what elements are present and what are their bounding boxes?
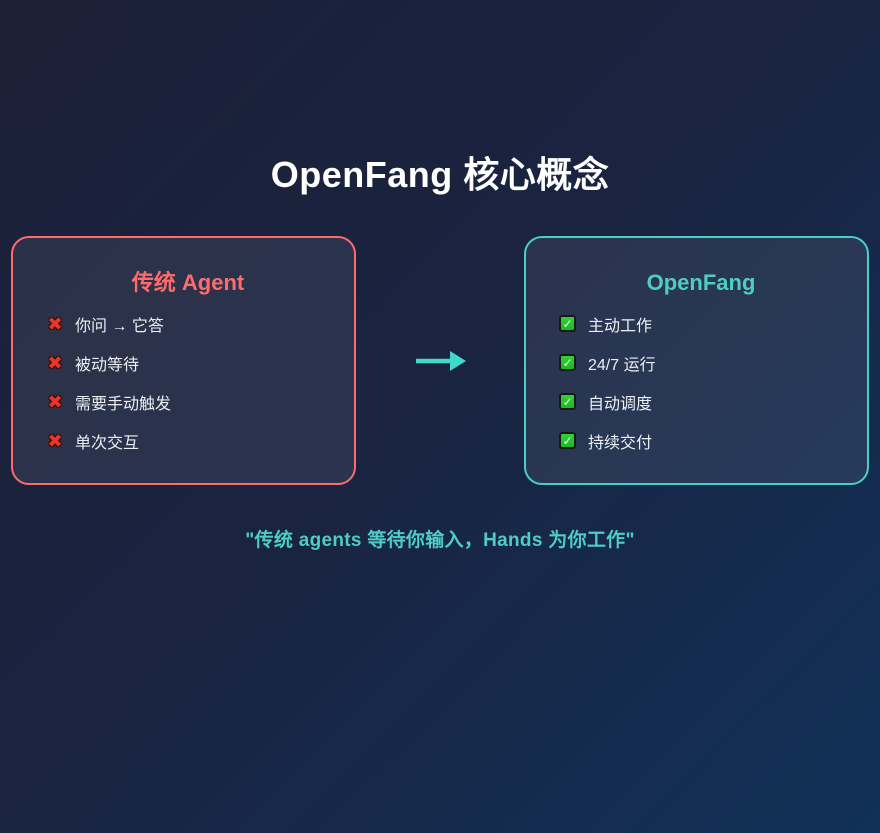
check-icon: ✓ xyxy=(559,315,576,333)
list-item-label: 持续交付 xyxy=(588,434,653,452)
list-item-label: 24/7 运行 xyxy=(588,356,656,374)
list-item: ✓ 持续交付 xyxy=(559,421,843,460)
openfang-title: OpenFang xyxy=(646,270,756,296)
cross-icon: ✖ xyxy=(47,430,63,451)
list-item: ✓ 主动工作 xyxy=(559,304,843,343)
list-item: ✖ 需要手动触发 xyxy=(46,382,330,421)
list-item-label: 主动工作 xyxy=(588,317,653,335)
right-arrow-icon xyxy=(416,350,466,371)
quote-text: "传统 agents 等待你输入，Hands 为你工作" xyxy=(245,530,635,552)
openfang-card: OpenFang ✓ 主动工作 ✓ 24/7 运行 ✓ 自动调度 ✓ 持续交付 xyxy=(524,236,869,486)
traditional-agent-card: 传统 Agent ✖ 你问 → 它答 ✖ 被动等待 ✖ 需要手动触发 ✖ 单次交… xyxy=(11,236,356,486)
openfang-list: ✓ 主动工作 ✓ 24/7 运行 ✓ 自动调度 ✓ 持续交付 xyxy=(559,304,843,460)
cross-icon: ✖ xyxy=(47,313,63,334)
list-item-label: 自动调度 xyxy=(588,395,653,413)
traditional-agent-list: ✖ 你问 → 它答 ✖ 被动等待 ✖ 需要手动触发 ✖ 单次交互 xyxy=(46,304,330,460)
cross-icon: ✖ xyxy=(47,391,63,412)
traditional-agent-title: 传统 Agent xyxy=(131,270,245,296)
list-item-label: 需要手动触发 xyxy=(75,395,172,413)
cross-icon: ✖ xyxy=(47,352,63,373)
list-item: ✓ 24/7 运行 xyxy=(559,343,843,382)
list-item: ✓ 自动调度 xyxy=(559,382,843,421)
list-item-label: 被动等待 xyxy=(75,356,140,374)
comparison-row: 传统 Agent ✖ 你问 → 它答 ✖ 被动等待 ✖ 需要手动触发 ✖ 单次交… xyxy=(0,236,880,486)
slide: OpenFang 核心概念 传统 Agent ✖ 你问 → 它答 ✖ 被动等待 … xyxy=(0,153,880,833)
list-item: ✖ 你问 → 它答 xyxy=(46,304,330,343)
list-item: ✖ 单次交互 xyxy=(46,421,330,460)
check-icon: ✓ xyxy=(559,354,576,372)
check-icon: ✓ xyxy=(559,393,576,411)
check-icon: ✓ xyxy=(559,432,576,450)
page-title: OpenFang 核心概念 xyxy=(270,154,610,195)
list-item-label: 你问 → 它答 xyxy=(75,317,164,335)
arrow-gap xyxy=(356,236,524,485)
list-item: ✖ 被动等待 xyxy=(46,343,330,382)
list-item-label: 单次交互 xyxy=(75,434,140,452)
